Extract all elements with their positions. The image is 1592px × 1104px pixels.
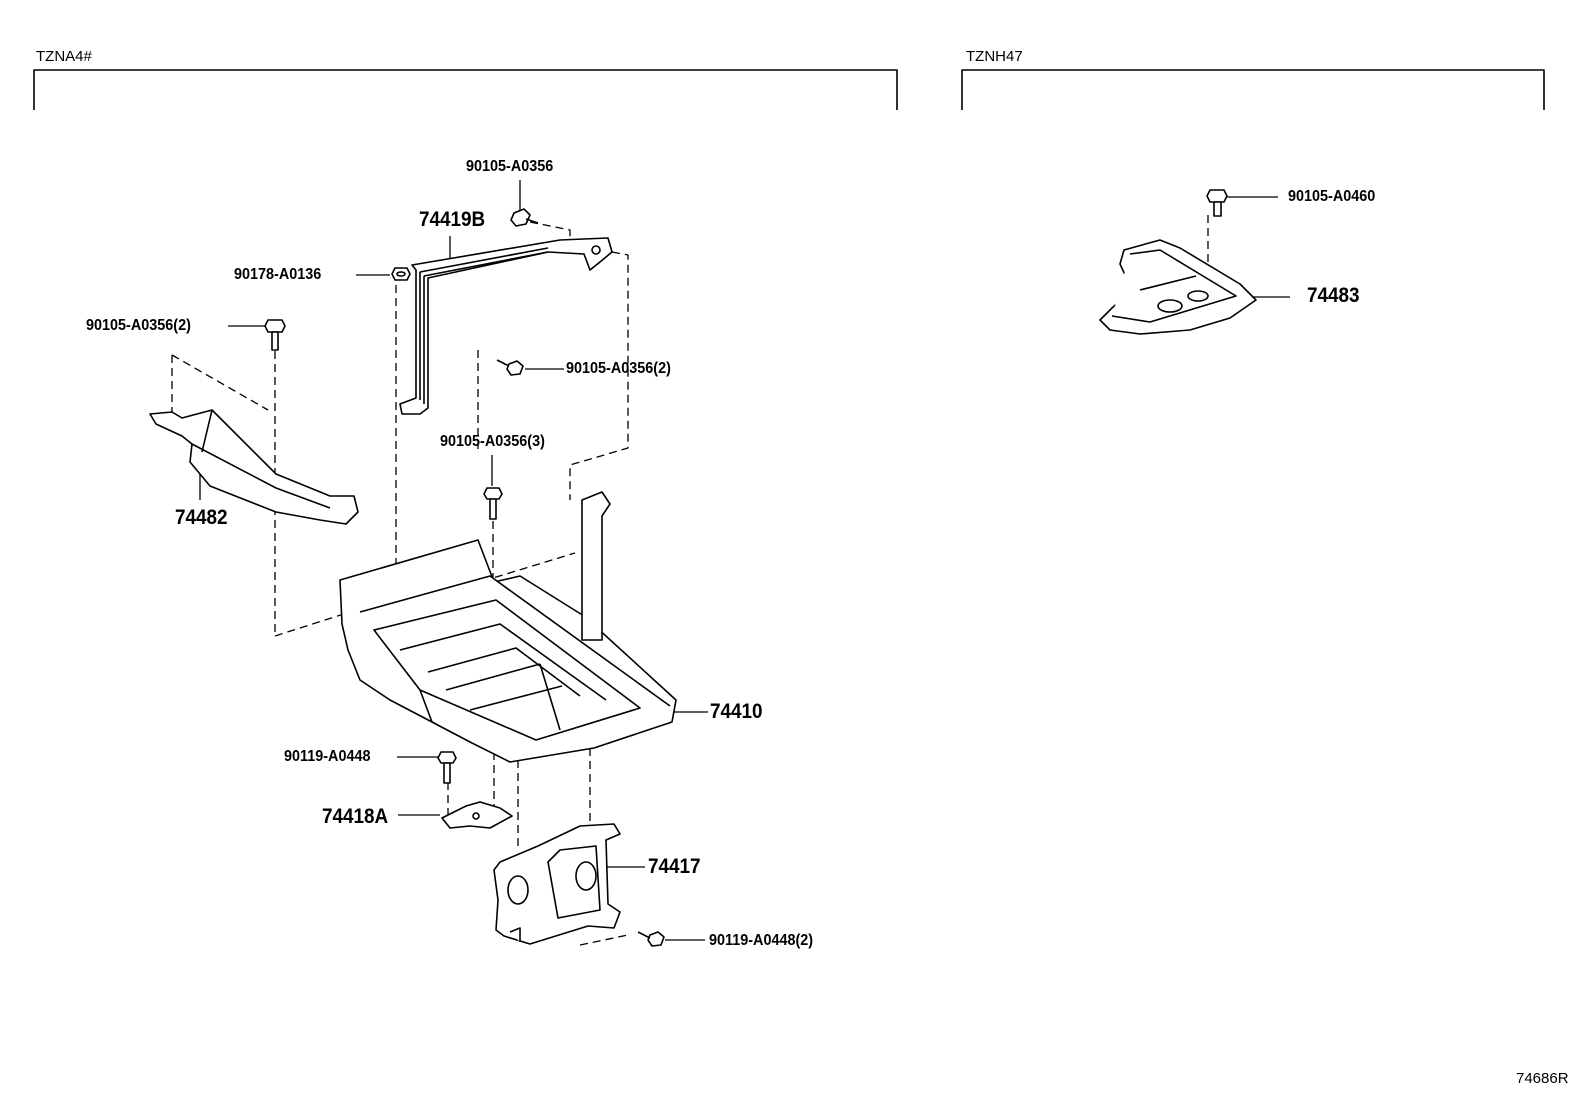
bracket-74419b — [399, 237, 613, 415]
section-bracket-left — [33, 69, 898, 110]
part-label-74482[interactable]: 74482 — [175, 506, 228, 529]
part-label-90105-a0356-2-left[interactable]: 90105-A0356(2) — [86, 317, 191, 334]
diagram-reference: 74686R — [1516, 1070, 1569, 1087]
part-label-90105-a0356[interactable]: 90105-A0356 — [466, 158, 554, 175]
fasteners — [264, 189, 1228, 947]
bolt-icon — [496, 359, 524, 376]
battery-tray-74410 — [339, 491, 677, 763]
part-label-90119-a0448[interactable]: 90119-A0448 — [284, 748, 371, 765]
leader-lines — [199, 180, 1290, 941]
part-label-90105-a0460[interactable]: 90105-A0460 — [1288, 188, 1376, 205]
bolt-icon — [264, 319, 286, 351]
part-label-90119-a0448-2[interactable]: 90119-A0448(2) — [709, 932, 814, 949]
section-label-right: TZNH47 — [966, 48, 1023, 65]
support-74417 — [493, 823, 621, 945]
part-label-74483[interactable]: 74483 — [1307, 284, 1360, 307]
part-label-74419b[interactable]: 74419B — [419, 208, 486, 231]
section-label-left: TZNA4# — [36, 48, 92, 65]
bolt-icon — [510, 208, 539, 227]
part-label-90178-a0136[interactable]: 90178-A0136 — [234, 266, 322, 283]
section-bracket-right — [961, 69, 1545, 110]
bolt-icon — [637, 931, 665, 947]
part-label-90105-a0356-2-mid[interactable]: 90105-A0356(2) — [566, 360, 671, 377]
nut-icon — [391, 267, 411, 281]
part-label-74418a[interactable]: 74418A — [322, 805, 389, 828]
assembly-dashed-lines — [171, 215, 1209, 946]
battery-tray-74483 — [1099, 239, 1257, 335]
bolt-icon — [1206, 189, 1228, 217]
bolt-icon — [483, 487, 503, 520]
part-label-90105-a0356-3[interactable]: 90105-A0356(3) — [440, 433, 545, 450]
bracket-74482 — [149, 409, 359, 525]
part-label-74410[interactable]: 74410 — [710, 700, 763, 723]
part-label-74417[interactable]: 74417 — [648, 855, 701, 878]
bracket-74418a — [441, 801, 513, 829]
bolt-icon — [437, 751, 457, 784]
